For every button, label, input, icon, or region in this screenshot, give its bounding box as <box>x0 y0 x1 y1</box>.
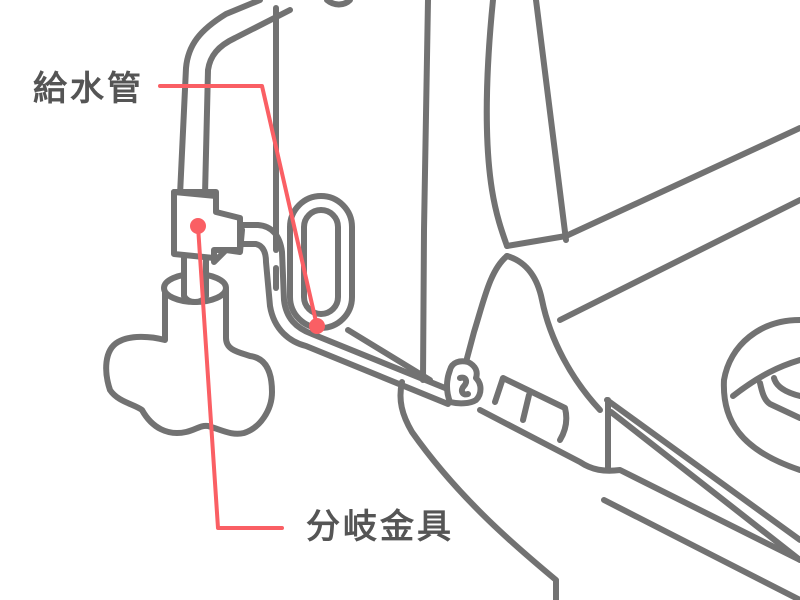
label-branch-fitting: 分岐金具 <box>306 507 454 547</box>
supply-hose <box>237 193 484 407</box>
water-supply-pipe <box>177 0 293 198</box>
leader-dot-supply-pipe <box>309 318 325 334</box>
toilet-body <box>397 253 800 600</box>
leader-supply-pipe <box>158 84 319 328</box>
leader-dot-branch-fitting <box>190 218 206 234</box>
leader-branch-fitting <box>196 224 284 530</box>
toilet-bowl <box>720 317 800 473</box>
branch-fitting <box>171 189 245 265</box>
label-water-supply-pipe: 給水管 <box>33 69 144 109</box>
stop-valve <box>103 249 275 437</box>
leader-lines <box>158 84 325 530</box>
tank-outline <box>273 0 800 383</box>
